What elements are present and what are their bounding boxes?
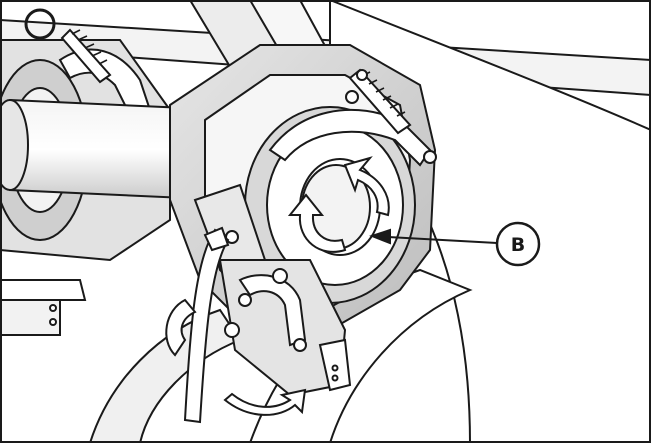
release-handle [165,226,230,424]
left-spring [60,28,112,84]
top-clamp-lever [268,68,437,167]
rotation-direction-arrow-icon [287,193,347,253]
curved-turn-arrow-icon [223,388,307,416]
callout-leader [369,228,498,245]
rotation-direction-arrow-icon [343,156,390,217]
callout-b: B [495,221,541,267]
callout-label: B [511,234,525,256]
